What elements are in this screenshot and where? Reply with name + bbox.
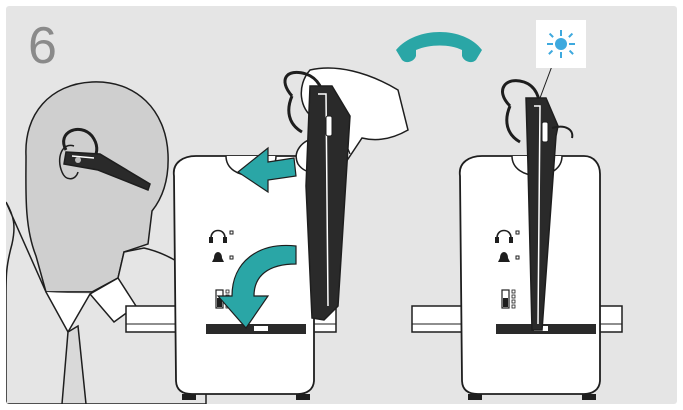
- instruction-illustration: [6, 6, 677, 404]
- base-station-right: [412, 156, 622, 400]
- phone-handset-icon: [396, 32, 482, 62]
- instruction-panel: 6: [6, 6, 677, 404]
